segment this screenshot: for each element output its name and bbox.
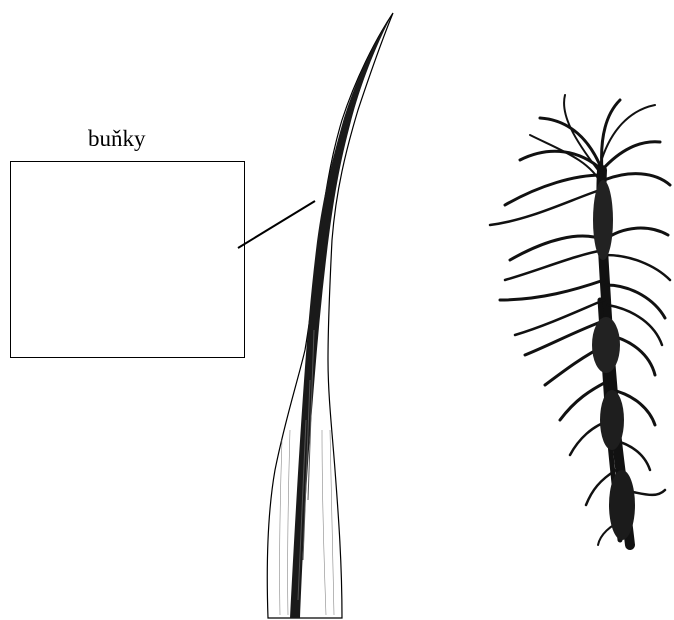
leaf-illustration (267, 13, 393, 618)
callout-line (238, 201, 315, 248)
moss-plant-illustration (490, 95, 670, 545)
